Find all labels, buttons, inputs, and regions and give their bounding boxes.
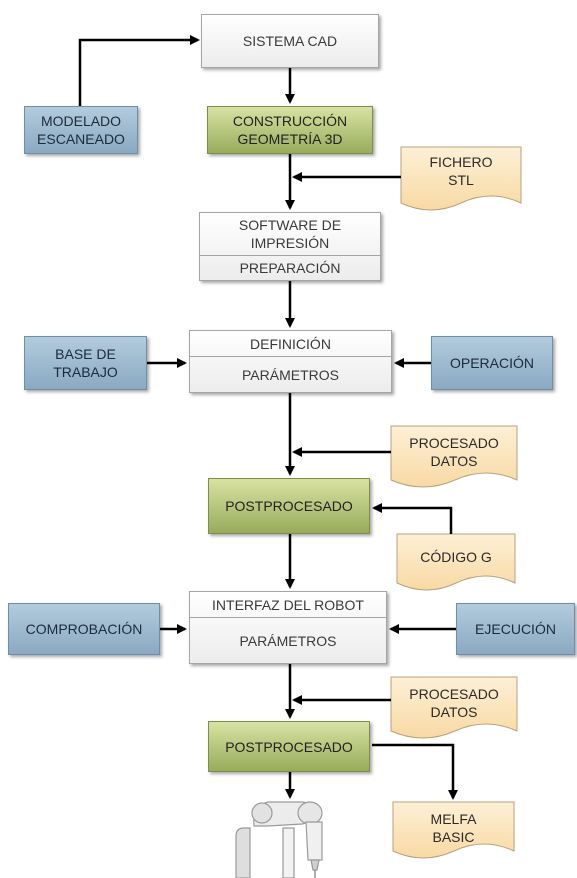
modelado-escaneado-box: MODELADO ESCANEADO bbox=[24, 106, 138, 154]
melfa-label-line2: BASIC bbox=[432, 829, 475, 845]
modelado-label-line2: ESCANEADO bbox=[37, 131, 125, 147]
operacion-label: OPERACIÓN bbox=[449, 355, 534, 371]
postprocesado-1-label: POSTPROCESADO bbox=[225, 498, 353, 514]
codigo-g-shape bbox=[396, 533, 516, 591]
definicion-parametros-box: DEFINICIÓN PARÁMETROS bbox=[189, 330, 392, 393]
parametros-section-1: PARÁMETROS bbox=[190, 357, 391, 392]
comprobacion-box: COMPROBACIÓN bbox=[8, 603, 160, 655]
melfa-basic-shape bbox=[392, 801, 515, 859]
melfa-basic-document: MELFA BASIC bbox=[393, 802, 514, 857]
procesado-datos-2-document: PROCESADO DATOS bbox=[391, 677, 517, 737]
procesado-datos-1-shape bbox=[390, 425, 518, 488]
operacion-box: OPERACIÓN bbox=[431, 336, 553, 390]
codigo-g-label: CÓDIGO G bbox=[420, 549, 492, 565]
interfaz-header: INTERFAZ DEL ROBOT bbox=[190, 592, 386, 618]
arrow-modelado-to-cad bbox=[78, 35, 200, 106]
melfa-label-line1: MELFA bbox=[430, 811, 477, 827]
procesado-datos-1-document: PROCESADO DATOS bbox=[391, 426, 517, 486]
postprocesado-1-box: POSTPROCESADO bbox=[208, 478, 370, 534]
arrow-post2-to-melfa bbox=[372, 743, 458, 800]
definicion-header: DEFINICIÓN bbox=[190, 331, 391, 357]
fichero-label-line2: STL bbox=[448, 172, 474, 188]
sistema-cad-label: SISTEMA CAD bbox=[242, 33, 338, 49]
codigo-g-document: CÓDIGO G bbox=[397, 534, 515, 589]
postprocesado-2-box: POSTPROCESADO bbox=[208, 721, 370, 772]
interfaz-label: INTERFAZ DEL ROBOT bbox=[212, 596, 364, 613]
fichero-label-line1: FICHERO bbox=[429, 154, 493, 170]
procesado2-label-line2: DATOS bbox=[430, 704, 478, 720]
fichero-stl-document: FICHERO STL bbox=[401, 147, 521, 207]
preparacion-label: PREPARACIÓN bbox=[239, 260, 341, 276]
procesado1-label-line1: PROCESADO bbox=[409, 435, 499, 451]
preparacion-section: PREPARACIÓN bbox=[200, 256, 380, 280]
base-label-line1: BASE DE bbox=[55, 346, 116, 362]
software-label-line2: IMPRESIÓN bbox=[250, 235, 330, 251]
construccion-label-line2: GEOMETRÍA 3D bbox=[237, 131, 343, 147]
modelado-label-line1: MODELADO bbox=[40, 113, 122, 129]
construccion-geometria-box: CONSTRUCCIÓN GEOMETRÍA 3D bbox=[207, 106, 373, 154]
procesado1-label-line2: DATOS bbox=[430, 453, 478, 469]
software-impresion-box: SOFTWARE DE IMPRESIÓN PREPARACIÓN bbox=[199, 212, 381, 281]
parametros-label-1: PARÁMETROS bbox=[242, 366, 339, 383]
comprobacion-label: COMPROBACIÓN bbox=[25, 621, 143, 637]
software-header: SOFTWARE DE IMPRESIÓN bbox=[200, 213, 380, 256]
definicion-label: DEFINICIÓN bbox=[250, 335, 331, 352]
parametros-label-2: PARÁMETROS bbox=[239, 632, 337, 649]
procesado2-label-line1: PROCESADO bbox=[409, 686, 499, 702]
sistema-cad-box: SISTEMA CAD bbox=[201, 14, 379, 68]
postprocesado-2-label: POSTPROCESADO bbox=[225, 738, 353, 755]
base-de-trabajo-box: BASE DE TRABAJO bbox=[24, 336, 147, 390]
software-label-line1: SOFTWARE DE bbox=[238, 217, 342, 233]
ejecucion-box: EJECUCIÓN bbox=[456, 603, 575, 655]
arrow-codigo-to-post1 bbox=[372, 503, 453, 534]
parametros-section-2: PARÁMETROS bbox=[190, 618, 386, 663]
fichero-stl-shape bbox=[400, 146, 522, 211]
construccion-label-line1: CONSTRUCCIÓN bbox=[232, 113, 348, 129]
robot-arm-icon bbox=[235, 801, 323, 878]
base-label-line2: TRABAJO bbox=[53, 364, 118, 380]
procesado-datos-2-shape bbox=[390, 676, 518, 739]
ejecucion-label: EJECUCIÓN bbox=[475, 621, 556, 637]
interfaz-robot-box: INTERFAZ DEL ROBOT PARÁMETROS bbox=[189, 591, 387, 664]
